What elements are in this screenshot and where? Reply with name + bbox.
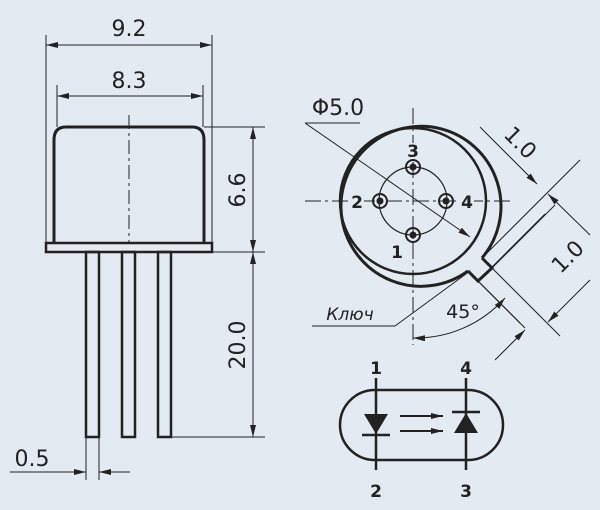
outer-rim: [339, 124, 503, 288]
side-view: 9.2 8.3 6.6 20.0 0.5: [10, 17, 265, 480]
dim-body-height: 6.6: [226, 173, 251, 208]
optocoupler-schematic: 1 4 2 3: [338, 359, 505, 502]
flange: [44, 241, 214, 254]
dim-lead-width: 0.5: [15, 447, 50, 472]
bottom-view: 3 2 4 1 Φ5.0 1.0 1.0 Ключ 45°: [304, 96, 591, 361]
schematic-pin-3: 3: [460, 482, 472, 502]
dim-body-width: 8.3: [112, 69, 147, 94]
dim-outer-width: 9.2: [112, 17, 147, 42]
pin-label-4: 4: [461, 193, 473, 213]
pins: [372, 159, 454, 243]
dim-lead-length: 20.0: [226, 321, 251, 370]
schematic-pin-2: 2: [370, 482, 382, 502]
angle-label: 45°: [446, 301, 480, 323]
dim-key-length: 1.0: [547, 236, 589, 278]
leads: [84, 250, 173, 439]
pin-label-1: 1: [391, 243, 403, 263]
key-label: Ключ: [326, 305, 373, 325]
schematic-pin-1: 1: [370, 359, 382, 379]
photodiode-icon: [454, 413, 478, 433]
dim-key-width: 1.0: [498, 122, 540, 164]
schematic-pin-4: 4: [460, 359, 472, 379]
pin-label-3: 3: [407, 142, 419, 162]
dim-diameter: Φ5.0: [312, 96, 364, 121]
pin-label-2: 2: [351, 193, 363, 213]
led-icon: [364, 414, 388, 434]
